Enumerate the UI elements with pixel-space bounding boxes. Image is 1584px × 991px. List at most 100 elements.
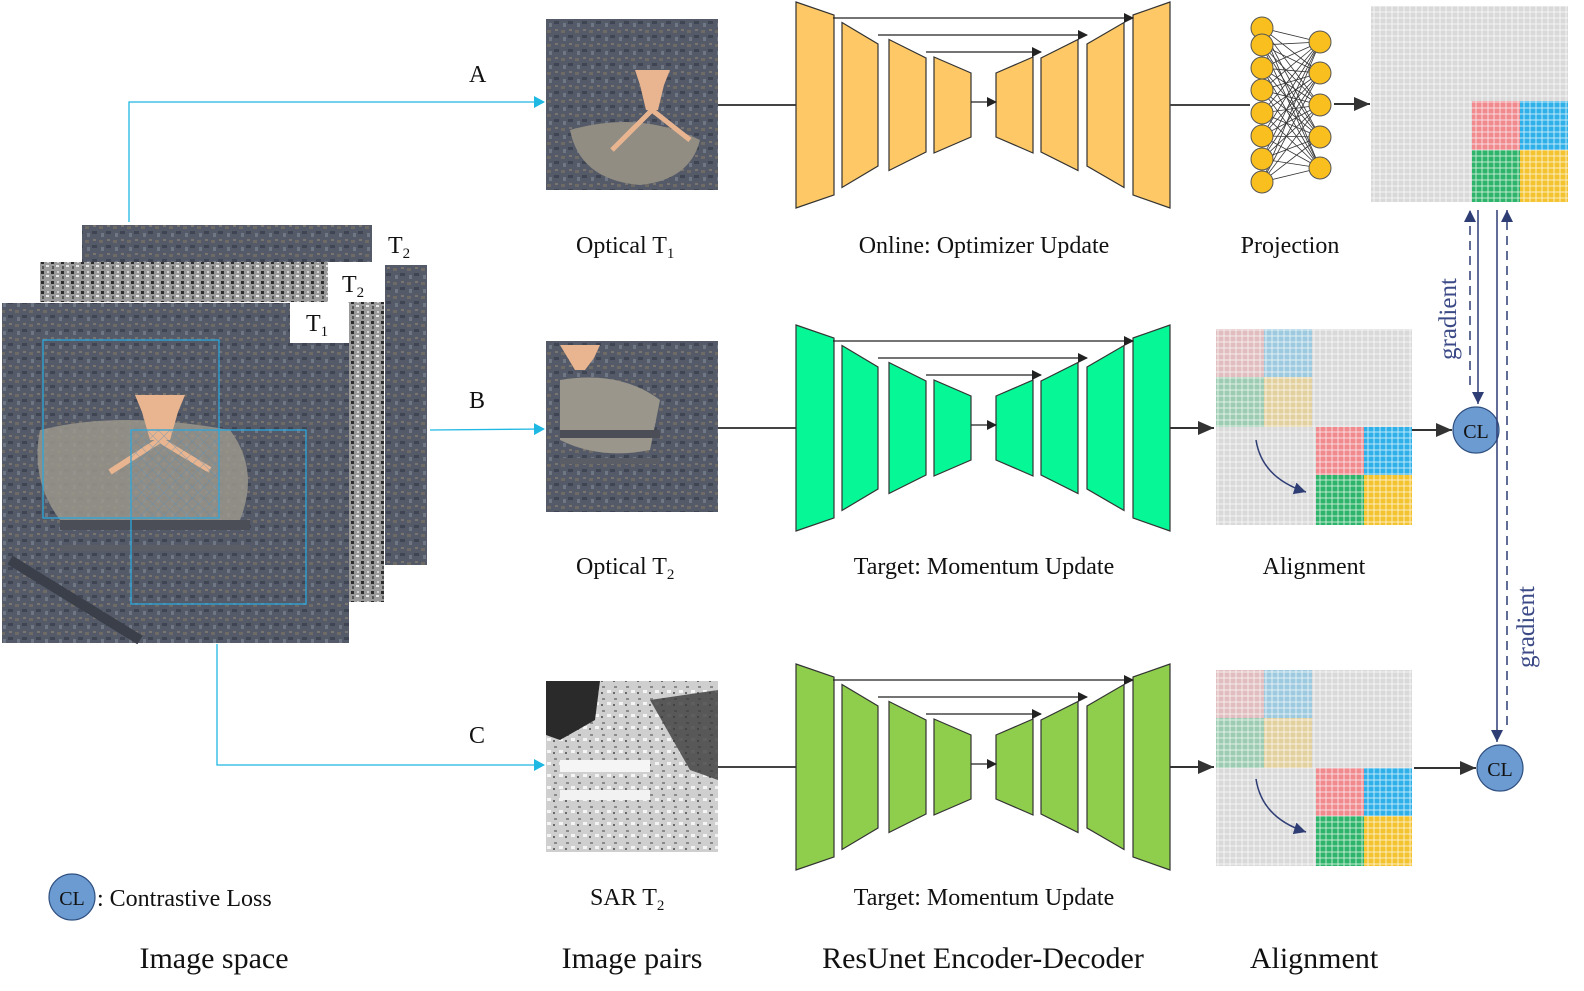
legend-cl-text: : Contrastive Loss <box>97 886 272 912</box>
feature-grid-online <box>1371 6 1568 202</box>
mlp-node-out <box>1308 30 1332 54</box>
align-shift-arrow-b <box>1255 439 1307 495</box>
branch-letter-c: C <box>469 723 485 749</box>
mlp-node-out <box>1308 125 1332 149</box>
column-title-encoder-decoder: ResUnet Encoder-Decoder <box>822 942 1144 975</box>
legend-cl-symbol: CL <box>59 888 85 910</box>
branch-letter-b: B <box>469 388 485 414</box>
svg-text:CL: CL <box>1463 421 1489 443</box>
mlp-edge <box>1261 136 1321 183</box>
grid-lines <box>1371 6 1568 202</box>
arrow-to-c <box>216 644 545 771</box>
unet-block-7 <box>1086 683 1125 851</box>
unet-block-8 <box>1132 663 1171 871</box>
column-title-alignment: Alignment <box>1250 942 1379 975</box>
mlp-edge <box>1261 41 1321 114</box>
unet-block-1 <box>795 1 835 209</box>
image-pair-a <box>546 19 718 190</box>
crop-overlap <box>131 430 219 518</box>
unet-block-5 <box>995 56 1034 154</box>
image-pair-b <box>546 341 718 512</box>
caption-projection: Projection <box>1241 233 1340 259</box>
unet-block-1 <box>795 324 835 532</box>
column-title-image-space: Image space <box>139 942 288 975</box>
mlp-edge <box>1261 112 1321 169</box>
caption-optical-t2: Optical T2 <box>576 554 674 583</box>
mlp-node-in <box>1250 33 1274 57</box>
image-pair-c <box>546 681 718 852</box>
sar-layer-back: T2 <box>82 225 427 565</box>
stack-label-back: T2 <box>388 233 410 262</box>
caption-sar-t2: SAR T2 <box>590 885 664 914</box>
mlp-edge <box>1261 44 1321 138</box>
mlp-node-out <box>1308 61 1332 85</box>
unet-block-6 <box>1040 700 1079 834</box>
image-stack: T2 T2 T1 <box>2 225 427 645</box>
column-title-image-pairs: Image pairs <box>562 942 703 975</box>
branch-letter-a: A <box>469 62 487 88</box>
unet-block-2 <box>841 344 879 512</box>
unet-target-c <box>795 663 1171 871</box>
unet-block-8 <box>1132 1 1171 209</box>
unet-block-5 <box>995 379 1034 477</box>
legend-cl: CL : Contrastive Loss <box>48 873 272 921</box>
mlp-edge <box>1261 104 1321 160</box>
cl-node-lower: CL <box>1476 744 1524 792</box>
unet-block-6 <box>1040 38 1079 172</box>
arrow-to-a <box>128 96 545 222</box>
mlp-edge <box>1261 44 1321 106</box>
unet-block-5 <box>995 718 1034 816</box>
mlp-edge <box>1261 41 1321 91</box>
feature-grid-c <box>1216 670 1412 866</box>
mlp-edge <box>1261 41 1321 137</box>
gradient-label-upper: gradient <box>1435 278 1462 360</box>
mlp-edge <box>1261 72 1321 137</box>
unet-block-4 <box>933 56 972 154</box>
mlp-edge <box>1261 72 1321 114</box>
gradient-arrows: gradient gradient <box>1435 210 1540 742</box>
unet-block-2 <box>841 683 879 851</box>
feature-grid-b <box>1216 329 1412 525</box>
caption-target-b: Target: Momentum Update <box>854 554 1114 580</box>
mlp-edge <box>1261 72 1321 160</box>
caption-alignment-b: Alignment <box>1263 554 1366 580</box>
unet-block-7 <box>1086 21 1125 189</box>
cl-node-upper: CL <box>1452 406 1500 454</box>
mlp-node-out <box>1308 156 1332 180</box>
mlp-node-out <box>1308 93 1332 117</box>
mlp-edge <box>1261 89 1321 138</box>
stack-label-front: T1 <box>306 311 328 340</box>
sar-layer-mid: T2 <box>40 262 384 602</box>
mlp-edge <box>1261 67 1321 138</box>
unet-block-8 <box>1132 324 1171 532</box>
mlp-node-in <box>1250 101 1274 125</box>
unet-target-b <box>795 324 1171 532</box>
unet-block-7 <box>1086 344 1125 512</box>
connectors <box>718 104 796 768</box>
projection-mlp <box>1250 16 1332 194</box>
unet-block-3 <box>888 361 927 495</box>
unet-block-4 <box>933 718 972 816</box>
mlp-edge <box>1261 89 1321 169</box>
unet-block-4 <box>933 379 972 477</box>
caption-optical-t1: Optical T1 <box>576 233 674 262</box>
unet-block-3 <box>888 700 927 834</box>
mlp-node-in <box>1250 147 1274 171</box>
unet-block-6 <box>1040 361 1079 495</box>
mlp-node-in <box>1250 78 1274 102</box>
align-shift-arrow-c <box>1255 778 1307 835</box>
unet-block-2 <box>841 21 879 189</box>
svg-text:CL: CL <box>1487 759 1513 781</box>
crop-arrows: A B C <box>128 62 545 771</box>
mlp-node-in <box>1250 56 1274 80</box>
caption-online: Online: Optimizer Update <box>859 233 1110 259</box>
stack-label-mid: T2 <box>342 272 364 301</box>
mlp-edge <box>1261 104 1321 183</box>
gradient-label-lower: gradient <box>1513 586 1540 668</box>
grid-lines <box>1216 670 1412 866</box>
unet-online <box>795 1 1171 209</box>
mlp-node-in <box>1250 124 1274 148</box>
grid-lines <box>1216 329 1412 525</box>
